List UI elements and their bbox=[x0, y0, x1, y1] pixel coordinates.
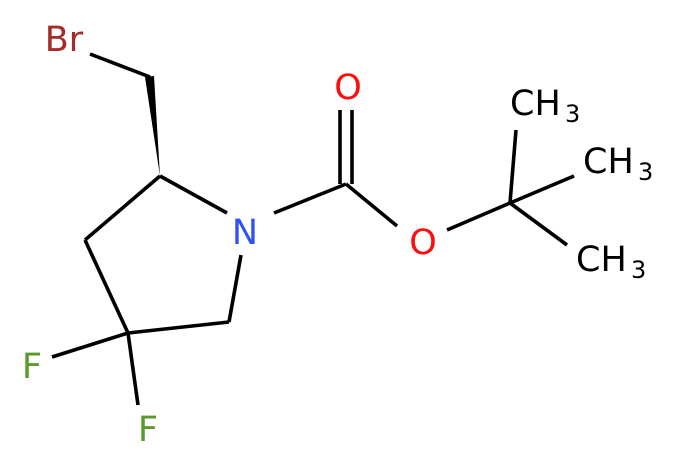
atom-o-ester: O bbox=[409, 223, 437, 263]
atom-f-1: F bbox=[22, 347, 42, 387]
methyl-top-subscript: 3 bbox=[565, 100, 580, 128]
atom-br: Br bbox=[45, 20, 84, 60]
atom-labels: Br N O O F F CH 3 CH 3 CH 3 bbox=[22, 20, 653, 450]
bond-br-ch2 bbox=[89, 52, 151, 79]
bonds bbox=[51, 52, 575, 406]
methyl-group-top: CH 3 bbox=[510, 84, 580, 128]
methyl-top-label: CH bbox=[510, 84, 561, 124]
bond-c5-n bbox=[227, 254, 243, 323]
bond-ester-o-tbu bbox=[446, 201, 511, 232]
methyl-group-middle: CH 3 bbox=[583, 142, 653, 186]
bond-tbu-ch3-top bbox=[508, 129, 518, 204]
methyl-middle-label: CH bbox=[583, 142, 634, 182]
bond-carbonyl-c-ester-o bbox=[344, 182, 399, 228]
atom-f-2: F bbox=[138, 410, 158, 450]
atom-o-carbonyl: O bbox=[334, 68, 362, 108]
bond-tbu-ch3-mid bbox=[509, 174, 575, 205]
bond-c2-c3 bbox=[83, 174, 162, 242]
bond-c3-c4 bbox=[83, 239, 130, 334]
bond-tbu-ch3-bot bbox=[508, 201, 569, 247]
methyl-group-bottom: CH 3 bbox=[576, 240, 646, 284]
methyl-bottom-label: CH bbox=[576, 240, 627, 280]
atom-n: N bbox=[232, 213, 258, 253]
wedge-bond-c2-ch2 bbox=[145, 76, 160, 176]
bond-n-carbonyl-c bbox=[273, 182, 347, 215]
bond-c4-c5 bbox=[127, 320, 230, 335]
bond-c4-f1 bbox=[51, 331, 129, 359]
methyl-middle-subscript: 3 bbox=[638, 158, 653, 186]
bond-c2-n bbox=[159, 174, 228, 215]
methyl-bottom-subscript: 3 bbox=[631, 256, 646, 284]
bond-c4-f2 bbox=[126, 332, 140, 406]
